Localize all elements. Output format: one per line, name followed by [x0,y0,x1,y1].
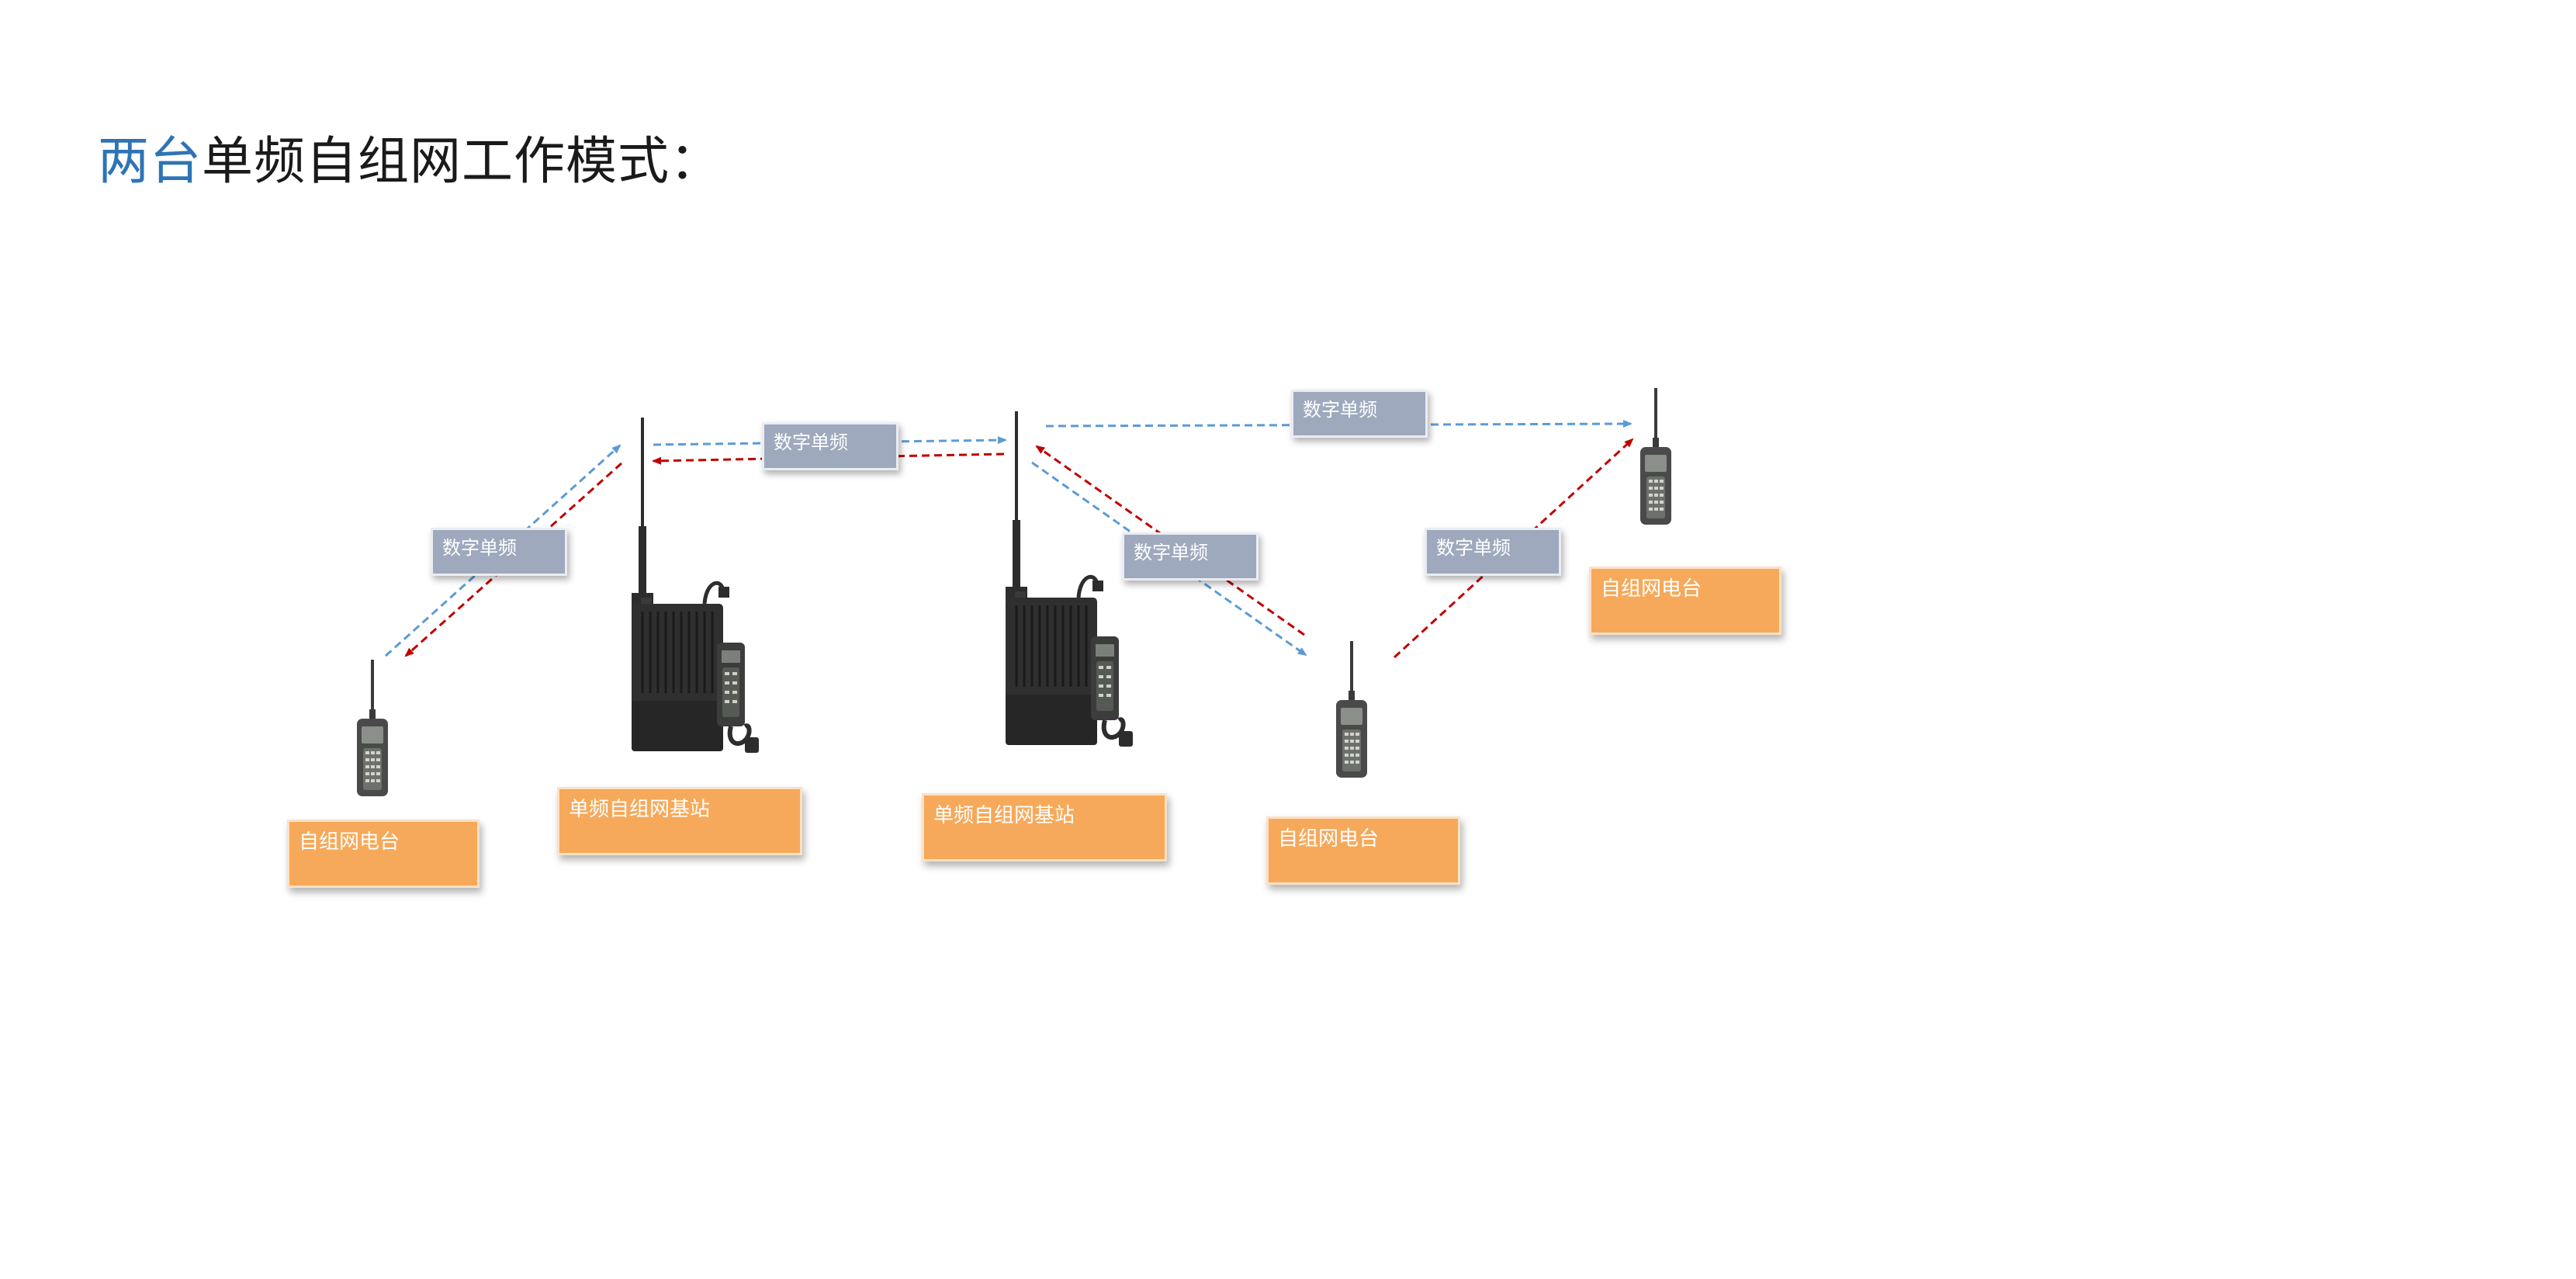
link-label-base2-radio3: 数字单频 [1291,390,1428,438]
title-text: 单频自组网工作模式： [202,131,722,191]
handheld-radio-icon [355,658,390,798]
node-label-radio-right: 自组网电台 [1589,567,1781,635]
node-label-base-station-1: 单频自组网基站 [557,787,802,855]
link-label-radio2-radio3: 数字单频 [1425,528,1561,576]
page-title: 两台单频自组网工作模式： [98,123,722,200]
base-station-icon [1006,411,1133,747]
arrow-blue-radio1-to-base1 [384,444,621,657]
node-label-base-station-2: 单频自组网基站 [922,793,1167,861]
title-highlight: 两台 [98,131,202,191]
link-label-radio1-base1: 数字单频 [431,528,567,576]
node-label-radio-middle: 自组网电台 [1266,816,1460,885]
link-label-base1-base2: 数字单频 [762,422,898,470]
base-station-icon [632,418,759,753]
handheld-radio-icon [1335,640,1369,779]
node-label-radio-left: 自组网电台 [287,820,480,888]
arrow-red-base1-to-radio1 [404,462,622,657]
link-label-base2-radio2: 数字单频 [1122,532,1259,581]
handheld-radio-icon [1639,386,1673,526]
